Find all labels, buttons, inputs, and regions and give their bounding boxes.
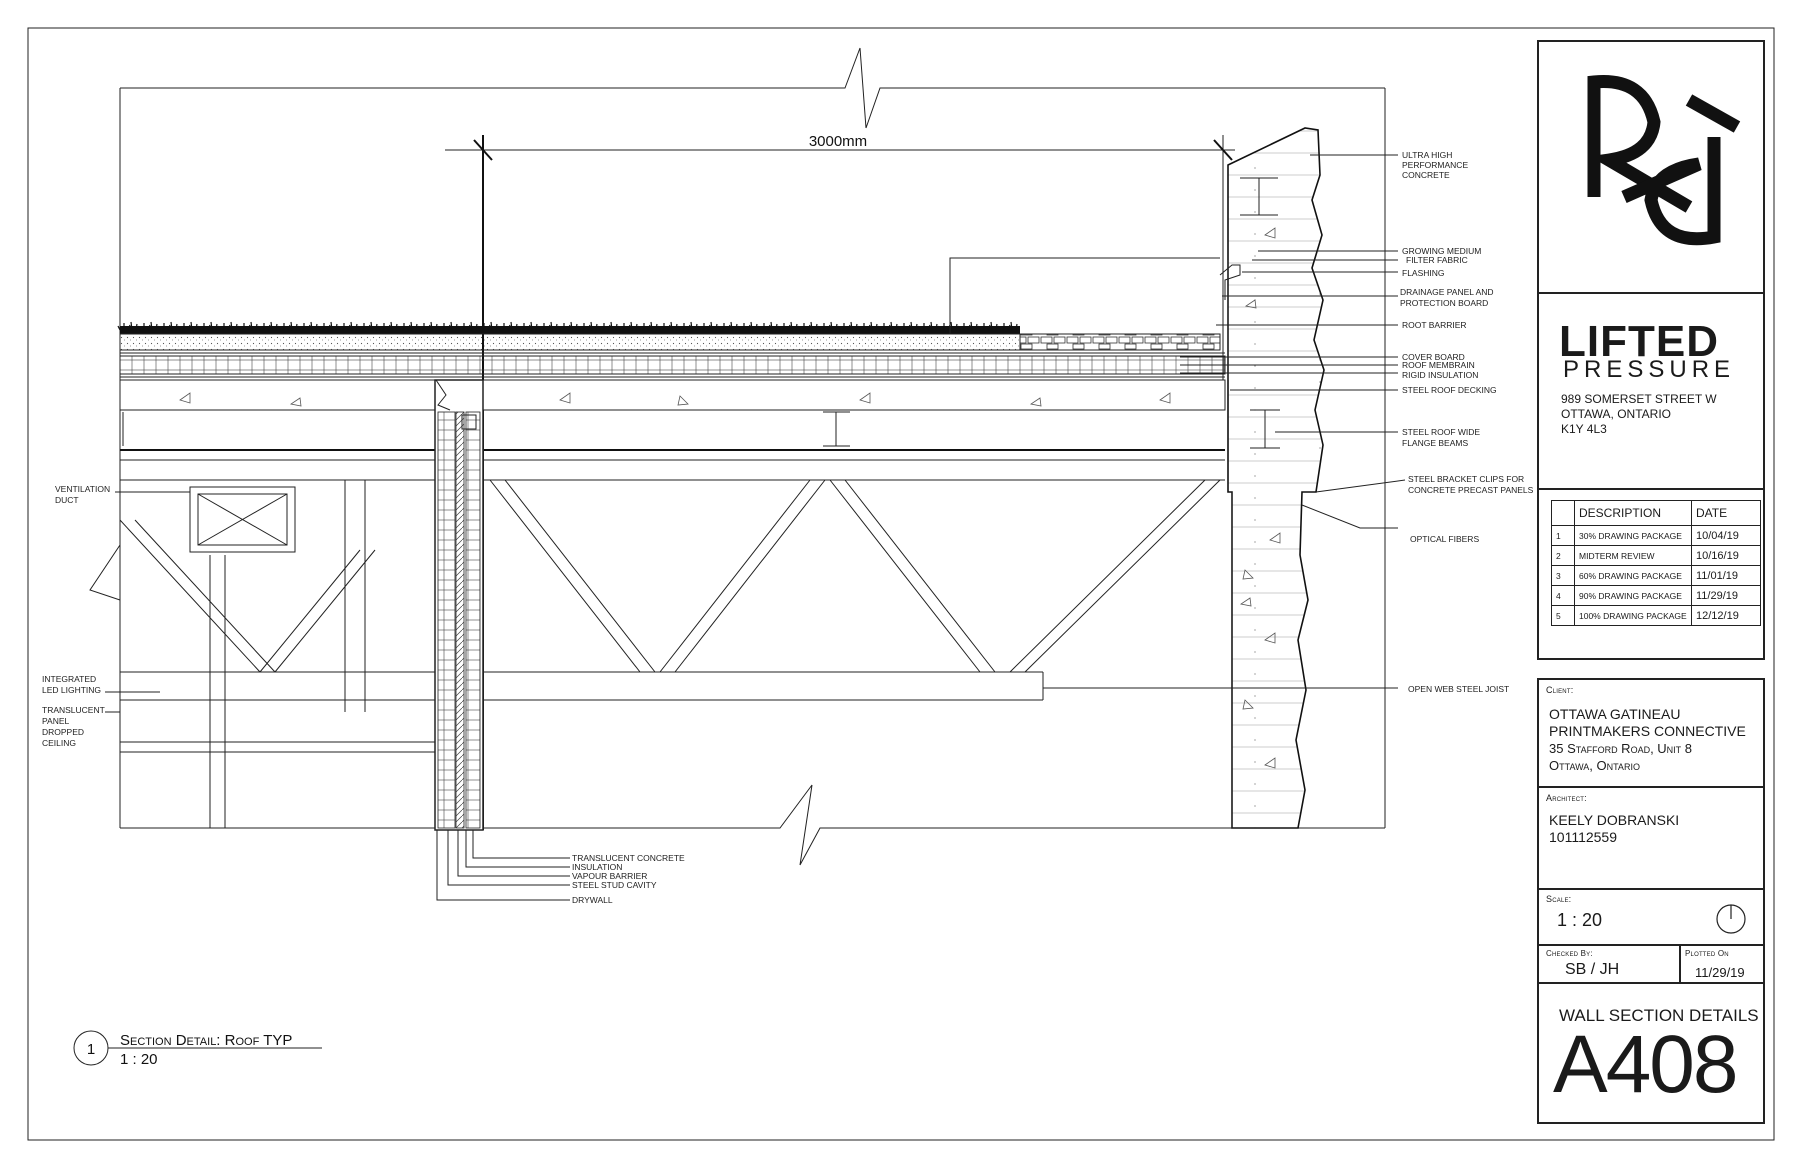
sheet-title: WALL SECTION DETAILS: [1559, 1006, 1759, 1025]
svg-text:OPEN WEB STEEL JOIST: OPEN WEB STEEL JOIST: [1408, 684, 1509, 694]
svg-text:PERFORMANCE: PERFORMANCE: [1402, 160, 1468, 170]
bottom-callout-labels: TRANSLUCENT CONCRETE INSULATION VAPOUR B…: [572, 853, 685, 905]
ventilation-duct: [189, 486, 296, 553]
svg-text:CONCRETE PRECAST PANELS: CONCRETE PRECAST PANELS: [1408, 485, 1534, 495]
detail-title: Section Detail: Roof TYP: [120, 1032, 292, 1049]
svg-text:PROTECTION BOARD: PROTECTION BOARD: [1400, 298, 1488, 308]
client-panel: Client: OTTAWA GATINEAU PRINTMAKERS CONN…: [1537, 678, 1765, 788]
svg-text:OPTICAL FIBERS: OPTICAL FIBERS: [1410, 534, 1479, 544]
concrete-roof-deck: [119, 379, 1226, 411]
precast-concrete-wall: [1219, 127, 1325, 829]
svg-text:TRANSLUCENT CONCRETE: TRANSLUCENT CONCRETE: [572, 853, 685, 863]
svg-text:DROPPED: DROPPED: [42, 727, 84, 737]
svg-text:FLANGE BEAMS: FLANGE BEAMS: [1402, 438, 1468, 448]
rigid-insulation: [119, 355, 1226, 375]
svg-text:1: 1: [87, 1041, 95, 1058]
svg-text:COVER BOARD: COVER BOARD: [1402, 352, 1465, 362]
svg-text:PANEL: PANEL: [42, 716, 70, 726]
svg-text:VENTILATION: VENTILATION: [55, 484, 110, 494]
svg-text:CEILING: CEILING: [42, 738, 76, 748]
svg-text:DRAINAGE PANEL AND: DRAINAGE PANEL AND: [1400, 287, 1494, 297]
leader-lines-right: [1043, 154, 1406, 689]
svg-text:DUCT: DUCT: [55, 495, 79, 505]
svg-text:STEEL ROOF WIDE: STEEL ROOF WIDE: [1402, 427, 1480, 437]
growing-medium: [119, 333, 1021, 351]
sheet-panel: WALL SECTION DETAILS A408: [1537, 982, 1765, 1124]
project-panel: LIFTED PRESSURE 989 SOMERSET STREET W OT…: [1537, 292, 1765, 490]
dimension-3000mm: 3000mm: [445, 133, 1235, 830]
bottom-break-line: [120, 784, 1385, 866]
north-arrow-icon: [1716, 904, 1746, 934]
svg-text:TRANSLUCENT: TRANSLUCENT: [42, 705, 105, 715]
svg-text:ROOF MEMBRAIN: ROOF MEMBRAIN: [1402, 360, 1475, 370]
svg-text:DRYWALL: DRYWALL: [572, 895, 613, 905]
detail-tag: 1 Section Detail: Roof TYP 1 : 20: [73, 1030, 322, 1068]
svg-text:GROWING MEDIUM: GROWING MEDIUM: [1402, 246, 1481, 256]
svg-text:ULTRA HIGH: ULTRA HIGH: [1402, 150, 1452, 160]
green-roof-vegetation: [117, 321, 1020, 334]
svg-text:FILTER FABRIC: FILTER FABRIC: [1406, 255, 1468, 265]
open-web-steel-joist: [119, 479, 1221, 828]
scale-panel: Scale: 1 : 20: [1537, 888, 1765, 948]
svg-text:STEEL ROOF DECKING: STEEL ROOF DECKING: [1402, 385, 1497, 395]
project-name: LIFTED: [1559, 317, 1719, 366]
sheet-border: [27, 27, 1775, 1141]
revision-panel: [1537, 488, 1765, 660]
svg-text:INTEGRATED: INTEGRATED: [42, 674, 96, 684]
detail-scale: 1 : 20: [120, 1051, 158, 1068]
checked-by-panel: Checked By: SB / JH: [1537, 944, 1681, 984]
svg-text:STEEL STUD CAVITY: STEEL STUD CAVITY: [572, 880, 657, 890]
plotted-on-panel: Plotted On 11/29/19: [1679, 944, 1765, 984]
scale-value: 1 : 20: [1557, 910, 1603, 930]
svg-text:RIGID INSULATION: RIGID INSULATION: [1402, 370, 1478, 380]
svg-text:VAPOUR BARRIER: VAPOUR BARRIER: [572, 871, 647, 881]
svg-text:ROOT BARRIER: ROOT BARRIER: [1402, 320, 1467, 330]
firm-logo-icon: [1587, 75, 1741, 246]
project-address: 989 SOMERSET STREET W OTTAWA, ONTARIO K1…: [1561, 392, 1717, 436]
architect-panel: Architect: KEELY DOBRANSKI 101112559: [1537, 786, 1765, 900]
drainage-panel: [1019, 333, 1221, 351]
project-name-2: PRESSURE: [1563, 356, 1736, 383]
left-break-mark: [89, 544, 121, 640]
sheet-number: A408: [1553, 1019, 1739, 1110]
interior-wall-assembly: [434, 379, 484, 831]
i-beam-icon: [823, 411, 850, 447]
svg-text:CONCRETE: CONCRETE: [1402, 170, 1450, 180]
svg-text:FLASHING: FLASHING: [1402, 268, 1445, 278]
svg-text:STEEL BRACKET CLIPS FOR: STEEL BRACKET CLIPS FOR: [1408, 474, 1524, 484]
logo-panel: [1537, 40, 1765, 294]
dimension-label: 3000mm: [809, 133, 867, 150]
left-callout-labels: VENTILATION DUCT INTEGRATED LED LIGHTING…: [42, 484, 110, 748]
svg-text:LED LIGHTING: LED LIGHTING: [42, 685, 101, 695]
top-break-line: [120, 47, 1385, 129]
svg-text:INSULATION: INSULATION: [572, 862, 622, 872]
right-callout-labels: ULTRA HIGH PERFORMANCE CONCRETE GROWING …: [1400, 150, 1534, 694]
